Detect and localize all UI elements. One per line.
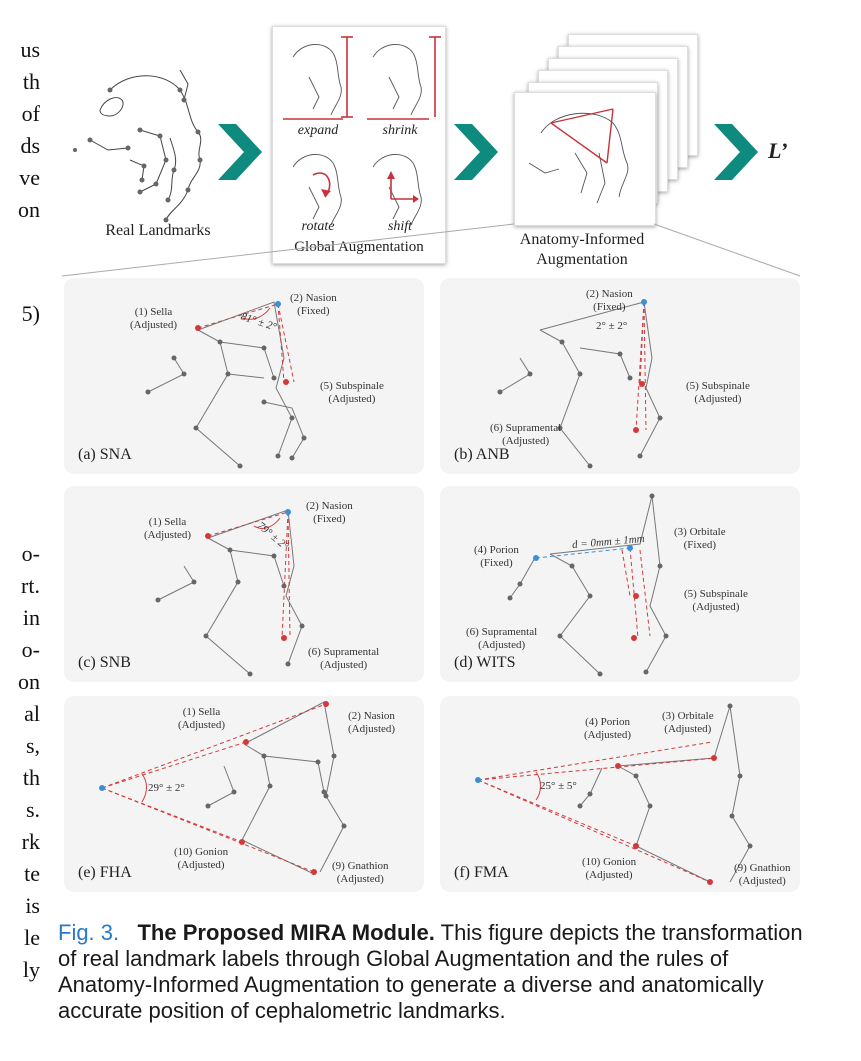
output-label: L’	[768, 138, 788, 163]
panel-sna-diagram	[145, 301, 307, 469]
panel-label: (c) SNB	[78, 654, 131, 671]
fragment: te	[24, 861, 40, 886]
panel-anb: (2) Nasion(Fixed) (5) Subspinale(Adjuste…	[440, 278, 800, 474]
panel-label: (d) WITS	[454, 654, 516, 671]
fragment: rt.	[21, 573, 40, 598]
fragment: le	[24, 925, 40, 950]
fragment: in	[22, 605, 40, 630]
op-rotate: rotate	[301, 219, 335, 234]
panel-snb: (1) Sella(Adjusted) (2) Nasion(Fixed) (6…	[64, 486, 424, 682]
global-augmentation-card: expand shrink rotate shift Global Augmen…	[272, 26, 446, 264]
note: (1) Sella(Adjusted)	[144, 516, 192, 541]
caption-text: This figure depicts the transformation o…	[58, 920, 803, 1023]
note: (2) Nasion(Adjusted)	[348, 710, 396, 735]
fragment: s.	[25, 797, 40, 822]
real-landmarks-label: Real Landmarks	[105, 222, 211, 239]
note: (4) Porion(Fixed)	[474, 544, 519, 569]
note: (5) Subspinale(Adjusted)	[684, 588, 748, 613]
fragment: s,	[25, 733, 40, 758]
angle-label: 2° ± 2°	[596, 320, 628, 332]
panel-wits-diagram	[507, 493, 669, 677]
note: (3) Orbitale(Adjusted)	[662, 710, 714, 735]
panel-label: (f) FMA	[454, 864, 509, 881]
note: (6) Supramental(Adjusted)	[466, 626, 538, 651]
fragment: on	[18, 197, 40, 222]
panel-label: (b) ANB	[454, 446, 510, 463]
panel-label: (e) FHA	[78, 864, 132, 881]
panel-fma-diagram	[475, 703, 753, 885]
note: (6) Supramental(Adjusted)	[490, 422, 562, 447]
note: (9) Gnathion(Adjusted)	[332, 860, 389, 885]
note: (4) Porion(Adjusted)	[584, 716, 632, 741]
note: (10) Gonion(Adjusted)	[174, 846, 229, 871]
global-augmentation-label: Global Augmentation	[294, 239, 424, 255]
op-expand: expand	[297, 123, 339, 138]
panel-fha: (1) Sella(Adjusted) (2) Nasion(Adjusted)…	[64, 696, 424, 892]
caption-title: The Proposed MIRA Module.	[137, 920, 435, 945]
fragment: th	[22, 69, 40, 94]
note: (5) Subspinale(Adjusted)	[320, 380, 384, 405]
arrow-right-icon	[218, 124, 262, 180]
fragment: o-	[21, 541, 40, 566]
fragment: of	[21, 101, 40, 126]
anatomy-augmentation-label: Anatomy-Informed Augmentation	[498, 230, 666, 270]
note: (5) Subspinale(Adjusted)	[686, 380, 750, 405]
panel-fha-diagram	[99, 701, 347, 875]
fragment: ds	[20, 133, 40, 158]
panel-fma: (4) Porion(Adjusted) (3) Orbitale(Adjust…	[440, 696, 800, 892]
fragment: ve	[19, 165, 40, 190]
anatomy-label-line2: Augmentation	[536, 251, 628, 268]
fragment: us	[20, 37, 40, 62]
note: (9) Gnathion(Adjusted)	[734, 862, 791, 887]
panel-snb-diagram	[155, 509, 305, 677]
arrow-right-icon	[714, 124, 758, 180]
note: (10) Gonion(Adjusted)	[582, 856, 637, 881]
fragment: ly	[22, 957, 40, 982]
angle-label: 29° ± 2°	[148, 782, 185, 794]
fragment: th	[22, 765, 40, 790]
anatomy-sketch	[528, 108, 629, 204]
panel-sna: (1) Sella(Adjusted) (2) Nasion(Fixed) (5…	[64, 278, 424, 474]
global-augmentation-sketches	[283, 36, 441, 226]
fragment: on	[18, 669, 40, 694]
op-shift: shift	[387, 219, 413, 234]
note: (1) Sella(Adjusted)	[178, 706, 226, 731]
fragment: 5)	[21, 301, 40, 326]
note: (2) Nasion(Fixed)	[306, 500, 353, 525]
figure-number: Fig. 3.	[58, 920, 120, 945]
note: (2) Nasion(Fixed)	[290, 292, 337, 317]
note: (3) Orbitale(Fixed)	[674, 526, 726, 551]
fragment: rk	[21, 829, 40, 854]
note: (1) Sella(Adjusted)	[130, 306, 178, 331]
anatomy-label-line1: Anatomy-Informed	[519, 231, 645, 248]
note: (2) Nasion(Fixed)	[586, 288, 633, 313]
op-shrink: shrink	[382, 123, 418, 138]
panel-wits: (4) Porion(Fixed) (3) Orbitale(Fixed) (5…	[440, 486, 800, 682]
real-landmarks-sketch	[73, 69, 203, 223]
fragment: o-	[21, 637, 40, 662]
figure-caption: Fig. 3. The Proposed MIRA Module. This f…	[58, 920, 818, 1024]
note: (6) Supramental(Adjusted)	[308, 646, 380, 671]
connector-lines	[61, 223, 801, 277]
angle-label: 25° ± 5°	[540, 780, 577, 792]
panel-anb-diagram	[497, 299, 663, 469]
panel-label: (a) SNA	[78, 446, 132, 463]
fragment: is	[25, 893, 40, 918]
fragment: al	[24, 701, 40, 726]
arrow-right-icon	[454, 124, 498, 180]
